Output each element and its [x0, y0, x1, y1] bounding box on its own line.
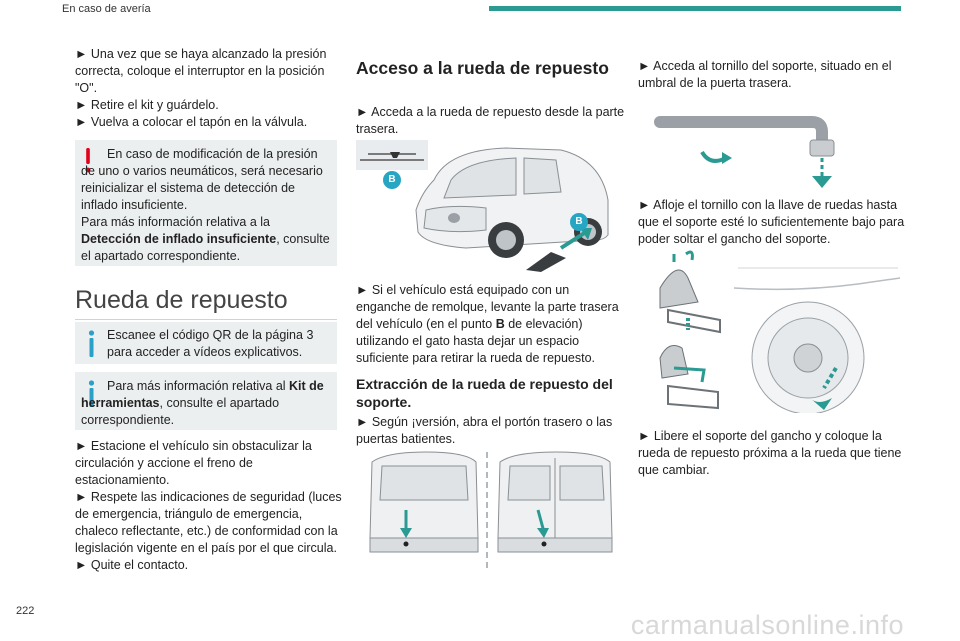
vehicle-front-illustration: [356, 140, 616, 275]
spare-wheel-support-illustration: [648, 248, 903, 415]
paragraph: ► Una vez que se haya alcanzado la presi…: [75, 47, 327, 95]
paragraph: ► Libere el soporte del gancho y coloque…: [638, 429, 902, 477]
subsection-title: Extracción de la rueda de repuesto del s…: [356, 376, 613, 410]
column-left-lower: ► Estacione el vehículo sin obstaculizar…: [75, 438, 345, 574]
running-header: En caso de avería: [62, 3, 151, 15]
info-text: Para más información relativa al Kit de …: [81, 378, 332, 429]
paragraph: ► Estacione el vehículo sin obstaculizar…: [75, 439, 312, 487]
lifting-point-badge: B: [570, 213, 588, 231]
paragraph: ► Según ¡versión, abra el portón trasero…: [356, 415, 613, 446]
paragraph: ► Retire el kit y guárdelo.: [75, 98, 219, 112]
rear-doors-illustration: [366, 448, 621, 570]
paragraph: ► Respete las indicaciones de seguridad …: [75, 490, 342, 555]
paragraph: ► Vuelva a colocar el tapón en la válvul…: [75, 115, 308, 129]
divider: [75, 319, 337, 320]
column-left: ► Una vez que se haya alcanzado la presi…: [75, 46, 345, 131]
lifting-point-badge: B: [383, 171, 401, 189]
watermark: carmanualsonline.info: [630, 610, 904, 640]
warning-text: En caso de modificación de la presión de…: [81, 146, 331, 265]
info-icon: [88, 380, 95, 407]
bold-reference: B: [495, 317, 505, 331]
warning-line: Para más información relativa a la Detec…: [81, 214, 331, 265]
text: Para más información relativa al: [107, 379, 290, 393]
info-text: Escanee el código QR de la página 3 para…: [107, 328, 314, 359]
text: ► Si el vehículo está equipado con un en…: [356, 283, 619, 331]
info-box: [75, 372, 337, 430]
info-line: Para más información relativa al Kit de …: [81, 378, 332, 429]
section-title: Acceso a la rueda de repuesto: [356, 58, 609, 78]
info-icon: [88, 330, 95, 357]
header-accent-bar: [489, 6, 901, 11]
paragraph: ► Quite el contacto.: [75, 558, 189, 572]
bold-reference: Kit de herramientas: [81, 379, 324, 410]
paragraph: ► Si el vehículo está equipado con un en…: [356, 282, 626, 367]
paragraph: ► Acceda a la rueda de repuesto desde la…: [356, 105, 625, 136]
warning-box: [75, 140, 337, 266]
warning-icon: [84, 148, 92, 174]
paragraph-line: ► Si el vehículo está equipado con un en…: [356, 282, 626, 367]
warning-line: En caso de modificación de la presión de…: [81, 147, 323, 212]
page-number: 222: [16, 605, 35, 617]
bold-reference: Detección de inflado insuficiente: [81, 232, 277, 246]
paragraph: ► Afloje el tornillo con la llave de rue…: [638, 198, 905, 246]
text: Para más información relativa a la: [81, 215, 270, 229]
text: , consulte el apartado correspondiente.: [81, 396, 280, 427]
support-screw-illustration: [650, 100, 840, 192]
paragraph: ► Acceda al tornillo del soporte, situad…: [638, 59, 892, 90]
section-title: Rueda de repuesto: [75, 286, 288, 314]
info-box: [75, 322, 337, 364]
text: , consulte el apartado correspondiente.: [81, 232, 330, 263]
text: de elevación) utilizando el gato hasta d…: [356, 317, 596, 365]
